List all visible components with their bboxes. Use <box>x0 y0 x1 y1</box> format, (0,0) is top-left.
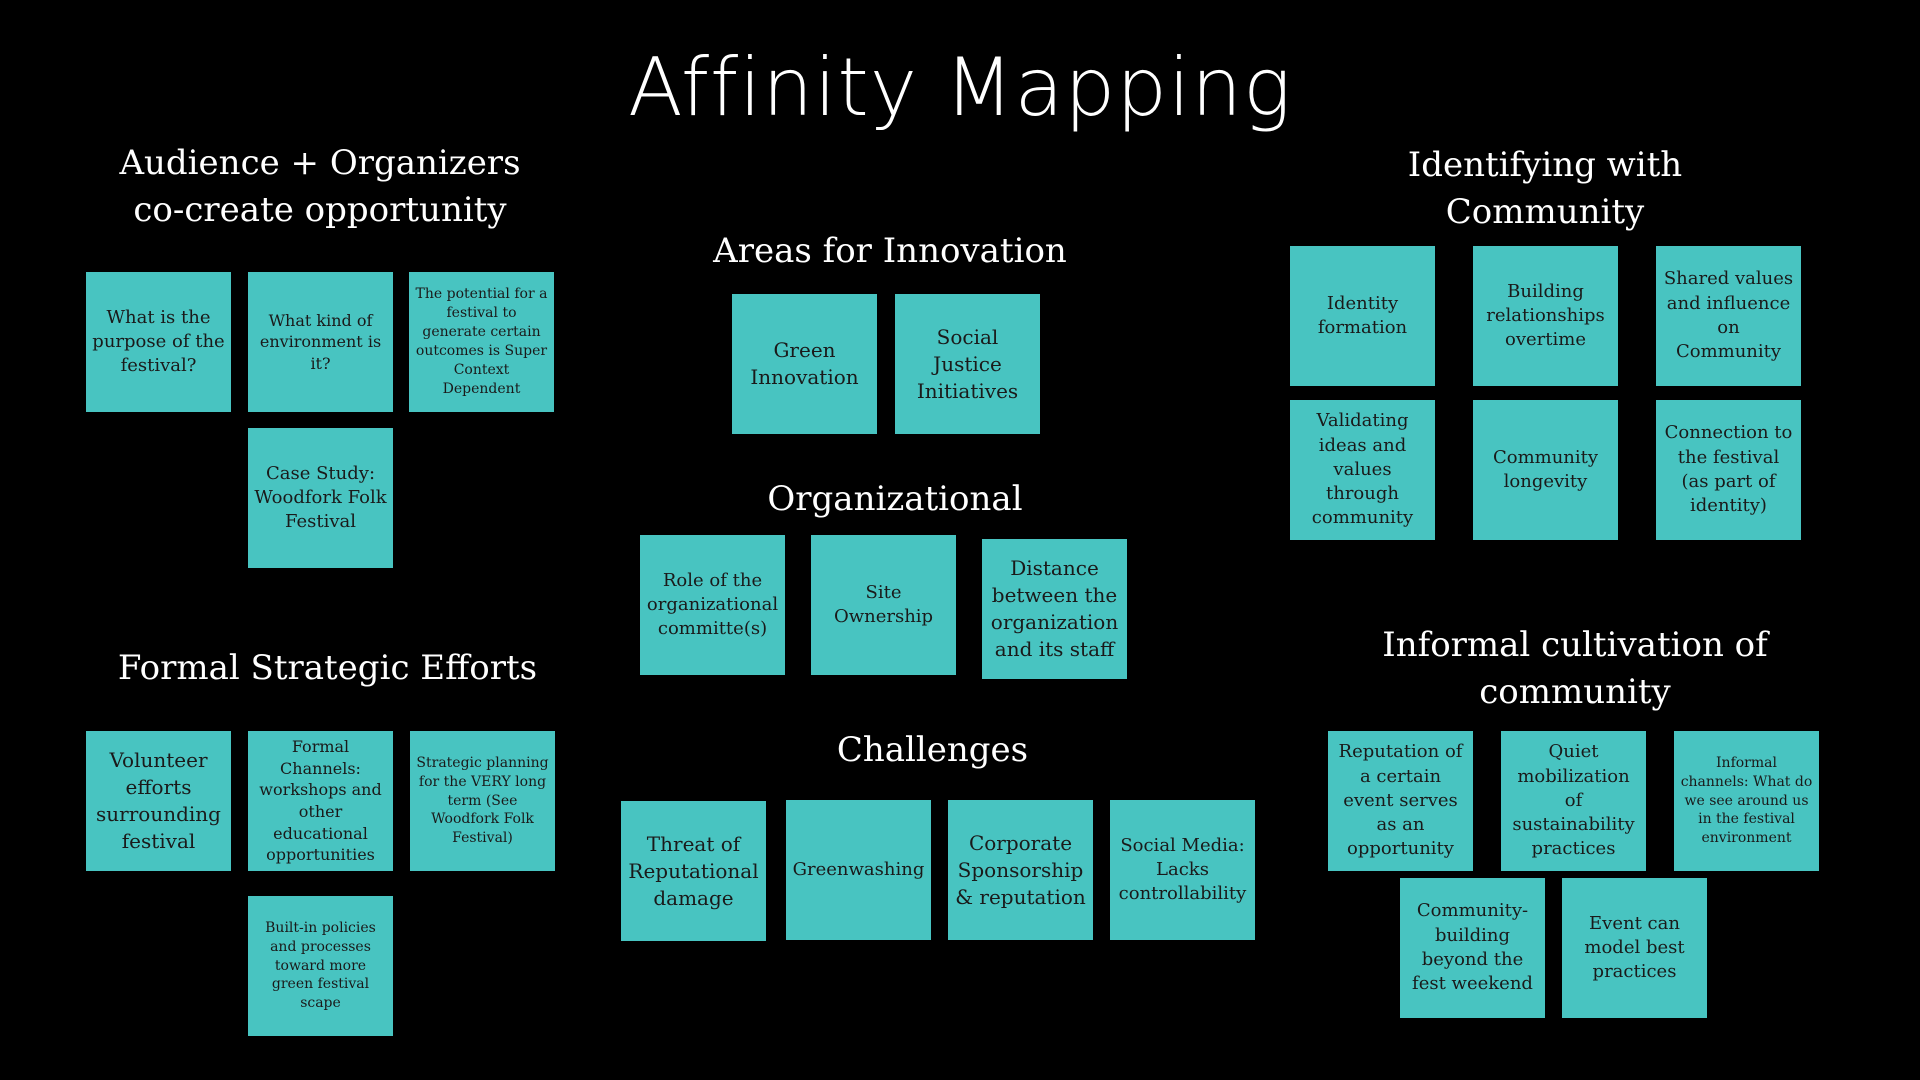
sticky-note[interactable]: Identity formation <box>1290 246 1435 386</box>
sticky-note[interactable]: Community-building beyond the fest weeke… <box>1400 878 1545 1018</box>
sticky-note[interactable]: Green Innovation <box>732 294 877 434</box>
group-heading-audience: Audience + Organizers co-create opportun… <box>119 143 521 230</box>
sticky-note[interactable]: Greenwashing <box>786 800 931 940</box>
group-heading-innovation: Areas for Innovation <box>713 231 1067 271</box>
sticky-note[interactable]: Building relationships overtime <box>1473 246 1618 386</box>
sticky-note[interactable]: Informal channels: What do we see around… <box>1674 731 1819 871</box>
group-heading-formal: Formal Strategic Efforts <box>117 648 538 688</box>
sticky-note[interactable]: Corporate Sponsorship & reputation <box>948 800 1093 940</box>
sticky-note[interactable]: Shared values and influence on Community <box>1656 246 1801 386</box>
sticky-note[interactable]: Role of the organizational committe(s) <box>640 535 785 675</box>
sticky-note[interactable]: The potential for a festival to generate… <box>409 272 554 412</box>
sticky-note[interactable]: Built-in policies and processes toward m… <box>248 896 393 1036</box>
sticky-note[interactable]: Formal Channels: workshops and other edu… <box>248 731 393 871</box>
sticky-note[interactable]: Connection to the festival (as part of i… <box>1656 400 1801 540</box>
sticky-note[interactable]: Volunteer efforts surrounding festival <box>86 731 231 871</box>
sticky-note[interactable]: Event can model best practices <box>1562 878 1707 1018</box>
sticky-note[interactable]: What kind of environment is it? <box>248 272 393 412</box>
group-heading-informal: Informal cultivation of community <box>1382 625 1768 712</box>
sticky-note[interactable]: What is the purpose of the festival? <box>86 272 231 412</box>
sticky-note[interactable]: Case Study: Woodfork Folk Festival <box>248 428 393 568</box>
sticky-note[interactable]: Social Justice Initiatives <box>895 294 1040 434</box>
page-title: Affinity Mapping <box>627 41 1293 134</box>
group-heading-organizational: Organizational <box>767 479 1023 519</box>
sticky-note[interactable]: Quiet mobilization of sustainability pra… <box>1501 731 1646 871</box>
sticky-note[interactable]: Validating ideas and values through comm… <box>1290 400 1435 540</box>
group-heading-challenges: Challenges <box>836 730 1029 770</box>
sticky-note[interactable]: Site Ownership <box>811 535 956 675</box>
sticky-note[interactable]: Community longevity <box>1473 400 1618 540</box>
sticky-note[interactable]: Threat of Reputational damage <box>621 801 766 941</box>
sticky-note[interactable]: Reputation of a certain event serves as … <box>1328 731 1473 871</box>
sticky-note[interactable]: Strategic planning for the VERY long ter… <box>410 731 555 871</box>
sticky-note[interactable]: Distance between the organization and it… <box>982 539 1127 679</box>
group-heading-identifying: Identifying with Community <box>1407 145 1683 232</box>
sticky-note[interactable]: Social Media: Lacks controllability <box>1110 800 1255 940</box>
